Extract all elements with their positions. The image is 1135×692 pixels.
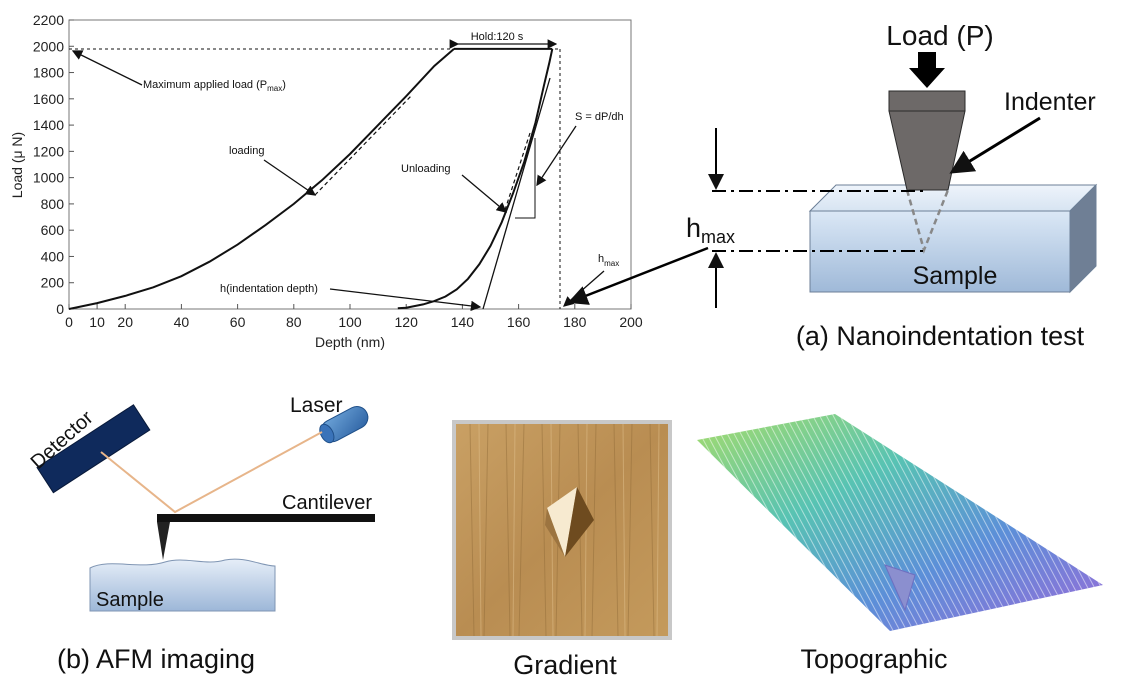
y-tick-label: 1600	[33, 91, 64, 107]
x-tick-label: 200	[619, 314, 643, 330]
x-axis-ticks: 0 10 20 40 60 80 100 120 140 160 180 200	[65, 304, 643, 330]
cantilever-label: Cantilever	[282, 492, 372, 514]
x-tick-label: 40	[174, 314, 190, 330]
unloading-arrow	[461, 174, 507, 213]
hmax-link-arrow	[567, 246, 709, 305]
stiffness-triangle	[515, 138, 536, 219]
topographic-image	[697, 414, 1103, 631]
afm-sample	[89, 558, 276, 612]
y-axis-ticks: 0 200 400 600 800 1000 1200 1400 1600 1800 2000 220…	[33, 12, 74, 317]
loading-curve	[68, 48, 455, 310]
x-tick-label: 0	[65, 314, 73, 330]
nanoindentation-diagram: Load (P) Sample Indenter hmax (a) Nanoin…	[567, 20, 1098, 351]
indent-impression	[905, 189, 950, 254]
x-tick-label: 120	[395, 314, 419, 330]
x-tick-label: 140	[451, 314, 475, 330]
load-arrow-icon	[909, 52, 945, 88]
y-tick-label: 1800	[33, 65, 64, 81]
afm-sample-label: Sample	[96, 589, 164, 611]
y-tick-label: 400	[41, 248, 65, 264]
y-tick-label: 2000	[33, 38, 64, 54]
x-tick-label: 100	[338, 314, 362, 330]
y-axis-label: Load (μ N)	[9, 132, 25, 198]
indent-mark-dark	[565, 487, 594, 557]
unloading-tangent	[482, 77, 551, 310]
max-load-arrow	[71, 50, 143, 86]
gradient-image	[452, 420, 672, 640]
indenter-pointer	[949, 116, 1041, 174]
cantilever-bar	[157, 514, 375, 522]
x-tick-label: 160	[507, 314, 531, 330]
sample-label: Sample	[913, 262, 998, 290]
plot-frame	[68, 19, 632, 310]
laser-label: Laser	[290, 394, 343, 417]
hmax-chart-label: hmax	[598, 253, 619, 268]
nano-caption: (a) Nanoindentation test	[796, 321, 1085, 351]
x-axis-label: Depth (nm)	[315, 334, 385, 350]
gradient-caption: Gradient	[513, 650, 617, 680]
loading-slope-line	[314, 94, 413, 196]
hmax-label: hmax	[686, 213, 735, 247]
y-tick-label: 1400	[33, 117, 64, 133]
x-tick-label: 80	[286, 314, 302, 330]
indentation-depth-arrow	[329, 288, 482, 312]
unloading-label: Unloading	[401, 163, 451, 175]
x-tick-label: 60	[230, 314, 246, 330]
max-load-label: Maximum applied load (Pmax)	[143, 79, 286, 93]
indenter-label: Indenter	[1004, 88, 1096, 116]
sample-top-face	[808, 184, 1098, 212]
y-tick-label: 1200	[33, 143, 64, 159]
y-tick-label: 0	[56, 301, 64, 317]
topographic-caption: Topographic	[800, 644, 947, 674]
laser-icon	[319, 406, 369, 444]
y-tick-label: 200	[41, 275, 65, 291]
hold-label: Hold:120 s	[471, 31, 524, 43]
afm-tip-icon	[157, 522, 170, 560]
indenter-tip	[888, 110, 966, 191]
detector-icon	[36, 404, 151, 494]
load-label: Load (P)	[886, 20, 993, 51]
laser-beam	[100, 431, 323, 514]
loading-arrow	[263, 159, 317, 196]
stiffness-arrow	[536, 125, 577, 187]
afm-caption: (b) AFM imaging	[57, 644, 255, 674]
afm-diagram: Detector Laser Cantilever Sample (b) AFM…	[27, 394, 375, 674]
x-tick-label: 180	[563, 314, 587, 330]
indent-mark-light	[547, 487, 577, 557]
loading-label: loading	[229, 145, 264, 157]
indenter-holder	[888, 90, 966, 112]
unloading-curve	[397, 48, 554, 310]
topo-indent-peak	[884, 564, 916, 612]
x-tick-label: 10	[89, 314, 105, 330]
indent-mark-mid	[545, 508, 565, 557]
y-tick-label: 1000	[33, 170, 64, 186]
y-tick-label: 800	[41, 196, 65, 212]
load-depth-chart: 0200400600800100012001400160018002000220…	[9, 12, 643, 350]
x-tick-label: 20	[117, 314, 133, 330]
y-tick-label: 2200	[33, 12, 64, 28]
y-tick-label: 600	[41, 222, 65, 238]
stiffness-label: S = dP/dh	[575, 111, 624, 123]
indentation-depth-label: h(indentation depth)	[220, 283, 318, 295]
